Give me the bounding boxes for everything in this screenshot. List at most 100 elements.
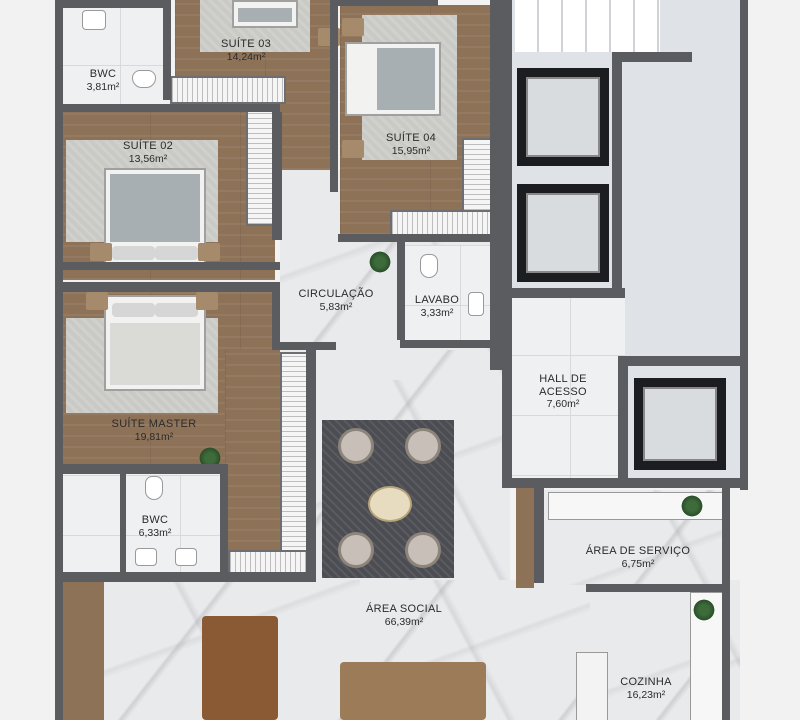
room-area: 7,60m² <box>546 398 580 411</box>
room-area: 6,75m² <box>621 557 655 570</box>
room-area: 15,95m² <box>391 144 431 157</box>
wall <box>63 0 170 8</box>
room-name: HALL DE <box>539 373 587 385</box>
wall <box>306 342 316 580</box>
room-area: 14,24m² <box>226 50 266 63</box>
nightstand <box>342 140 364 158</box>
toilet-bwc-master <box>145 476 163 500</box>
sink-bwc-top <box>82 10 106 30</box>
wall <box>120 474 126 574</box>
staircase <box>515 0 660 52</box>
label-circulacao: CIRCULAÇÃO 5,83m² <box>298 288 373 313</box>
floor-closet-master <box>225 350 280 575</box>
wall <box>272 342 336 350</box>
elevator-shaft-1 <box>517 68 609 166</box>
elevator-shaft-2 <box>517 184 609 282</box>
wall <box>740 0 748 490</box>
nightstand <box>86 292 108 310</box>
sofa <box>202 616 278 720</box>
coffee-table <box>368 486 412 522</box>
elevator-shaft-3 <box>634 378 726 470</box>
wall <box>722 488 730 720</box>
armchair <box>405 532 441 568</box>
plant-kitchen <box>692 598 716 622</box>
bed-suite-04 <box>345 42 441 116</box>
room-name: SUÍTE 03 <box>220 38 272 50</box>
room-area: 3,81m² <box>86 80 120 93</box>
plant-service <box>680 494 704 518</box>
room-name: BWC <box>89 68 117 80</box>
room-name: SUÍTE 02 <box>122 140 174 152</box>
sink-bwc-master-1 <box>135 548 157 566</box>
label-lavabo: LAVABO 3,33m² <box>415 294 459 319</box>
room-name: LAVABO <box>414 294 460 306</box>
room-area: 16,23m² <box>626 688 666 701</box>
wall <box>60 282 280 292</box>
wall <box>502 298 512 478</box>
nightstand <box>198 243 220 261</box>
room-name: COZINHA <box>620 676 672 688</box>
closet-suite-02 <box>246 110 276 226</box>
wall <box>338 234 490 242</box>
wall <box>55 0 63 720</box>
wall <box>625 356 743 366</box>
floor-hall <box>510 295 625 480</box>
room-name: ÁREA DE SERVIÇO <box>585 545 691 557</box>
closet-suite-04 <box>462 138 492 212</box>
room-name: CIRCULAÇÃO <box>298 288 374 300</box>
wall <box>400 340 492 348</box>
wall <box>628 478 748 488</box>
wall <box>272 112 282 240</box>
sink-bwc-master-2 <box>175 548 197 566</box>
wall <box>534 488 544 583</box>
room-area: 6,33m² <box>138 526 172 539</box>
label-bwc-master: BWC 6,33m² <box>139 514 172 539</box>
wall <box>618 356 628 478</box>
wall <box>500 288 625 298</box>
plant-circulation <box>368 250 392 274</box>
label-suite-02: SUÍTE 02 13,56m² <box>123 140 173 165</box>
wall <box>612 52 622 292</box>
wall <box>502 478 628 488</box>
label-cozinha: COZINHA 16,23m² <box>620 676 672 701</box>
wall <box>490 0 512 370</box>
label-suite-04: SUÍTE 04 15,95m² <box>386 132 436 157</box>
toilet-lavabo <box>420 254 438 278</box>
room-name: SUÍTE 04 <box>385 132 437 144</box>
wall <box>338 0 438 6</box>
dining-table <box>340 662 486 720</box>
room-area: 3,33m² <box>420 306 454 319</box>
label-suite-master: SUÍTE MASTER 19,81m² <box>112 418 197 443</box>
armchair <box>338 428 374 464</box>
wall <box>63 104 280 112</box>
toilet-bwc-top <box>132 70 156 88</box>
wall <box>220 474 228 574</box>
room-name: ÁREA SOCIAL <box>365 603 443 615</box>
closet-master <box>280 352 310 554</box>
bed-suite-03 <box>232 0 298 28</box>
wall <box>60 572 316 582</box>
nightstand <box>342 18 364 36</box>
wall <box>612 52 692 62</box>
wall <box>60 464 228 474</box>
label-area-servico: ÁREA DE SERVIÇO 6,75m² <box>586 545 691 570</box>
wall <box>397 242 405 340</box>
closet-suite-03 <box>170 76 286 104</box>
armchair <box>338 532 374 568</box>
room-area: 13,56m² <box>128 152 168 165</box>
wall <box>272 292 280 350</box>
tv-panel <box>62 582 104 720</box>
armchair <box>405 428 441 464</box>
room-area: 66,39m² <box>384 615 424 628</box>
label-suite-03: SUÍTE 03 14,24m² <box>221 38 271 63</box>
sink-lavabo <box>468 292 484 316</box>
label-hall: HALL DE ACESSO 7,60m² <box>539 373 587 410</box>
wall <box>586 584 726 592</box>
label-bwc-top: BWC 3,81m² <box>87 68 120 93</box>
wall <box>60 262 280 270</box>
floor-bwc-top <box>60 5 170 105</box>
wall <box>516 488 534 588</box>
room-name: BWC <box>141 514 169 526</box>
wall <box>330 0 338 192</box>
wall <box>163 0 171 100</box>
